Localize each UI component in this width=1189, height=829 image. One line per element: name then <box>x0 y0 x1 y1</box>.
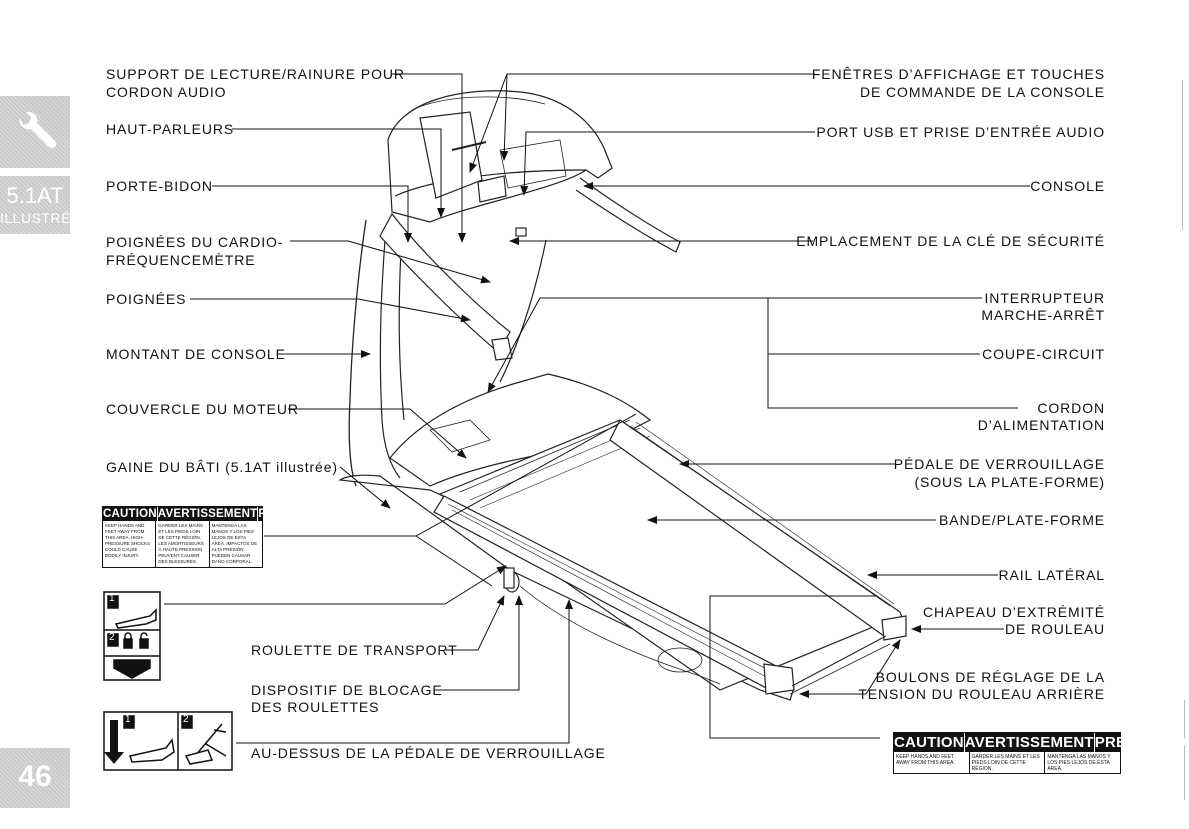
wrench-tab <box>0 96 70 168</box>
label-gaine-bati: GAINE DU BÂTI (5.1AT illustrée) <box>106 459 338 475</box>
label-cordon-line2: D’ALIMENTATION <box>977 417 1105 433</box>
warning-text-fr: GARDER LES MAINS ET LES PIEDS LOIN DE CE… <box>156 521 210 567</box>
wrench-icon <box>19 111 57 149</box>
treadmill-illustration <box>338 90 907 701</box>
label-fenetres-line2: DE COMMANDE DE LA CONSOLE <box>860 84 1105 100</box>
warning-decal-right: CAUTION AVERTISSEMENT PRECAUCIÓN KEEP HA… <box>893 732 1189 774</box>
warning-precaucion: PRECAUCIÓN <box>258 508 338 520</box>
label-chapeau-line2: DE ROULEAU <box>1004 621 1105 637</box>
section-tab-subtitle: ILLUSTRÉ <box>0 210 71 226</box>
warning-decal-right-header: CAUTION AVERTISSEMENT PRECAUCIÓN <box>894 733 1189 752</box>
warning-avertissement: AVERTISSEMENT <box>964 733 1095 752</box>
foot-decal-step-2: 2 <box>109 632 115 643</box>
leader-lines <box>164 73 1030 744</box>
label-emplacement-cle: EMPLACEMENT DE LA CLÉ DE SÉCURITÉ <box>796 233 1105 249</box>
label-roulette: ROULETTE DE TRANSPORT <box>251 642 458 658</box>
label-au-dessus-pedale: AU-DESSUS DE LA PÉDALE DE VERROUILLAGE <box>251 745 606 761</box>
label-boulons-line2: TENSION DU ROULEAU ARRIÈRE <box>858 686 1105 702</box>
label-haut-parleurs: HAUT-PARLEURS <box>106 121 235 137</box>
page-edge <box>1184 700 1185 800</box>
warning-text-es: MANTENGA LAS MANOS Y LOS PIES LEJOS DE E… <box>1047 754 1111 772</box>
binding-edge <box>1182 80 1183 230</box>
unlock-icon <box>139 638 149 649</box>
label-fenetres: FENÊTRES D’AFFICHAGE ET TOUCHES <box>811 66 1105 82</box>
label-porte-bidon: PORTE-BIDON <box>106 178 213 194</box>
label-cordon: CORDON <box>1037 400 1105 416</box>
label-port-usb: PORT USB ET PRISE D’ENTRÉE AUDIO <box>816 124 1105 140</box>
label-support-lecture-line2: CORDON AUDIO <box>106 84 227 100</box>
warning-avertissement: AVERTISSEMENT <box>157 507 259 521</box>
label-dispositif: DISPOSITIF DE BLOCAGE <box>251 682 443 698</box>
warning-precaucion: PRECAUCIÓN <box>1094 734 1189 751</box>
foot-press-icon <box>114 608 157 629</box>
foot-decal <box>103 591 161 681</box>
pedal-decal-step-1: 1 <box>125 714 131 725</box>
label-console: CONSOLE <box>1030 178 1105 194</box>
warning-text-en: KEEP HANDS AND FEET AWAY FROM THIS AREA. <box>894 752 970 774</box>
label-poignees: POIGNÉES <box>106 291 187 307</box>
warning-decal-left: CAUTION AVERTISSEMENT PRECAUCIÓN KEEP HA… <box>102 506 337 568</box>
warning-text-es: MANTENGA LAS MANOS Y LOS PIES LEJOS DE E… <box>211 523 257 564</box>
warning-decal-right-body: KEEP HANDS AND FEET AWAY FROM THIS AREA.… <box>894 752 1120 774</box>
label-pedale-verrouillage: PÉDALE DE VERROUILLAGE <box>893 456 1105 472</box>
warning-decal-left-body: KEEP HANDS AND FEET AWAY FROM THIS AREA.… <box>103 521 262 567</box>
warning-text-en: KEEP HANDS AND FEET AWAY FROM THIS AREA.… <box>103 521 157 567</box>
down-arrow-icon <box>113 659 151 679</box>
lock-icon <box>123 638 133 649</box>
section-tab: 5.1AT ILLUSTRÉ <box>0 176 70 234</box>
warning-text-fr: GARDER LES MAINS ET LES PIEDS LOIN DE CE… <box>970 752 1046 774</box>
page-number-tab: 46 <box>0 748 70 808</box>
section-tab-title: 5.1AT <box>6 183 64 208</box>
warning-caution: CAUTION <box>103 507 158 521</box>
label-poignees-cardio: POIGNÉES DU CARDIO- <box>106 234 284 250</box>
page-number: 46 <box>18 760 52 793</box>
pedal-decal <box>103 711 233 771</box>
label-bande: BANDE/PLATE-FORME <box>939 512 1105 528</box>
label-rail-lateral: RAIL LATÉRAL <box>998 567 1105 583</box>
label-couvercle-moteur: COUVERCLE DU MOTEUR <box>106 401 299 417</box>
label-chapeau: CHAPEAU D’EXTRÉMITÉ <box>922 604 1105 620</box>
label-coupe-circuit: COUPE-CIRCUIT <box>982 346 1105 362</box>
label-montant-console: MONTANT DE CONSOLE <box>106 346 286 362</box>
label-interrupteur: INTERRUPTEUR <box>984 290 1105 306</box>
pedal-decal-step-2: 2 <box>183 714 189 725</box>
label-support-lecture: SUPPORT DE LECTURE/RAINURE POUR <box>106 66 405 82</box>
label-poignees-cardio-line2: FRÉQUENCEMÈTRE <box>106 252 256 268</box>
label-interrupteur-line2: MARCHE-ARRÊT <box>981 307 1105 323</box>
warning-decal-left-header: CAUTION AVERTISSEMENT PRECAUCIÓN <box>103 507 337 521</box>
label-boulons: BOULONS DE RÉGLAGE DE LA <box>875 669 1105 685</box>
warning-caution: CAUTION <box>894 733 965 752</box>
label-pedale-verrouillage-line2: (SOUS LA PLATE-FORME) <box>914 474 1105 490</box>
foot-decal-step-1: 1 <box>109 593 115 604</box>
label-dispositif-line2: DES ROULETTES <box>251 699 380 715</box>
